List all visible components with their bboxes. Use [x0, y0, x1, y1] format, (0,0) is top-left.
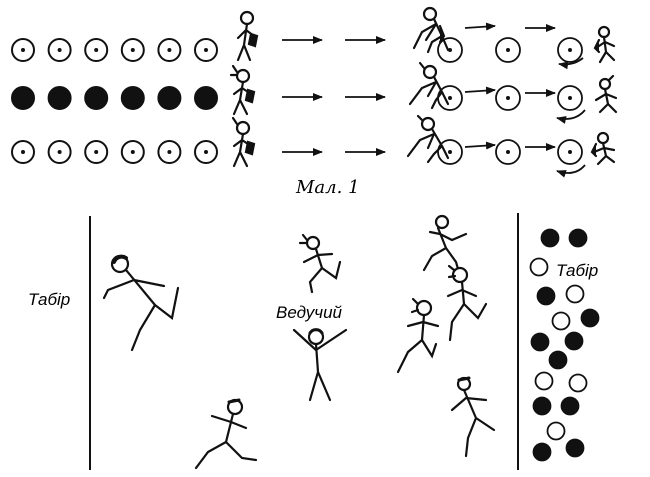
- start-runners: [229, 10, 259, 168]
- target-hoop: [557, 85, 583, 111]
- solid-marker: [47, 86, 72, 110]
- camp-circles: [529, 228, 600, 462]
- leader-figure: [292, 328, 348, 402]
- target-hoop: [495, 85, 521, 111]
- camp-token-solid: [568, 228, 588, 248]
- target-hoop: [495, 37, 521, 63]
- camp-token-hollow: [546, 421, 566, 441]
- runner-bottom: [194, 398, 258, 470]
- relay-rows: [11, 37, 583, 165]
- target-hoop: [557, 139, 583, 165]
- camp-token-solid: [532, 396, 552, 416]
- camp-token-solid: [540, 228, 560, 248]
- solid-marker: [120, 86, 145, 110]
- runner-right-3: [396, 297, 440, 374]
- left-camp-label: Табір: [28, 290, 70, 309]
- runner-finish-row-2: [594, 74, 618, 114]
- direction-arrows: [282, 22, 586, 178]
- hollow-marker: [84, 38, 109, 62]
- runner-finish-row-3: [590, 131, 616, 166]
- camp-token-solid: [530, 332, 550, 352]
- camp-token-solid: [532, 442, 552, 462]
- hollow-marker: [120, 140, 145, 164]
- runner-row-2: [229, 64, 256, 116]
- field-runners: [102, 214, 496, 470]
- runner-right-2: [446, 264, 488, 342]
- hollow-marker: [11, 38, 35, 62]
- target-hoop: [437, 139, 463, 165]
- hollow-marker: [157, 140, 182, 164]
- hopping-runners: [406, 6, 618, 166]
- camp-token-hollow: [534, 371, 554, 391]
- camp-token-solid: [536, 286, 556, 306]
- hollow-marker: [47, 140, 72, 164]
- target-hoop: [557, 37, 583, 63]
- camp-token-hollow: [568, 373, 588, 393]
- hollow-marker: [194, 38, 218, 62]
- runner-upper-right: [422, 214, 468, 278]
- camp-token-hollow: [551, 311, 571, 331]
- solid-marker: [84, 86, 109, 110]
- runner-target-row-3: [406, 114, 450, 164]
- runner-top-middle: [298, 233, 342, 294]
- runner-row-1: [236, 10, 259, 62]
- target-hoop: [495, 139, 521, 165]
- camp-token-hollow: [565, 284, 585, 304]
- hollow-marker: [11, 140, 35, 164]
- right-camp-label: Табір: [556, 261, 598, 280]
- runner-target-row-1: [412, 6, 450, 54]
- hollow-marker: [84, 140, 109, 164]
- runner-left-big: [102, 254, 180, 352]
- hollow-marker: [120, 38, 145, 62]
- figure-caption: Мал. 1: [295, 177, 360, 198]
- camp-token-solid: [564, 331, 584, 351]
- camp-token-solid: [548, 350, 568, 370]
- solid-marker: [11, 86, 35, 110]
- leader-label: Ведучий: [276, 303, 343, 322]
- camp-token-solid: [580, 308, 600, 328]
- camp-token-solid: [560, 396, 580, 416]
- camp-token-solid: [565, 438, 585, 458]
- target-hoop: [437, 37, 463, 63]
- hollow-marker: [47, 38, 72, 62]
- runner-finish-row-1: [593, 25, 616, 64]
- solid-marker: [157, 86, 182, 110]
- runner-target-row-2: [408, 61, 450, 110]
- solid-marker: [194, 86, 218, 110]
- camp-token-hollow: [529, 257, 549, 277]
- hollow-marker: [194, 140, 218, 164]
- hollow-marker: [157, 38, 182, 62]
- runner-row-3: [231, 116, 256, 168]
- runner-right-bottom: [450, 376, 496, 458]
- field-lines: [89, 213, 519, 470]
